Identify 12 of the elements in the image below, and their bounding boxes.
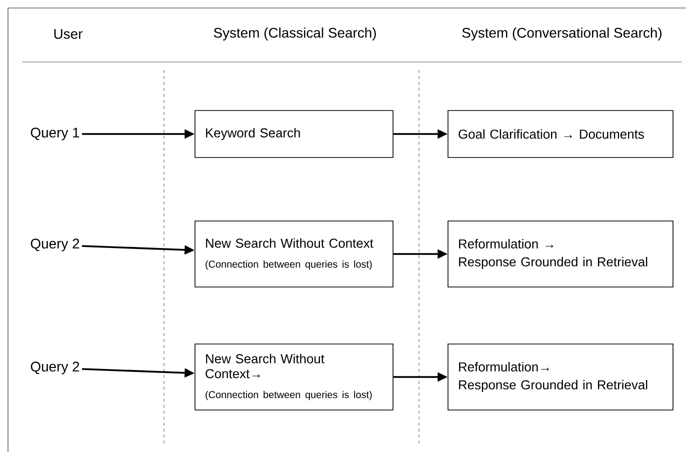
query-label: Query 1 — [30, 128, 80, 140]
process-box: Goal Clarification → Documents — [448, 110, 674, 158]
column-header: System (Classical Search) — [214, 28, 376, 40]
column-header: System (Conversational Search) — [462, 28, 662, 40]
query-label: Query 2 — [30, 362, 80, 374]
query-label: Query 2 — [30, 238, 80, 252]
column-header: User — [54, 29, 82, 39]
process-box: Keyword Search — [194, 110, 394, 158]
process-box: Reformulation → Response Grounded in Retrieval — [448, 220, 674, 288]
process-box: Reformulation→ Response Grounded in Retrieval — [448, 344, 674, 410]
process-box: New Search Without Context→ (Connection between queries is lost) — [194, 344, 394, 410]
process-box: New Search Without Context (Connection between queries is lost) — [194, 220, 394, 288]
